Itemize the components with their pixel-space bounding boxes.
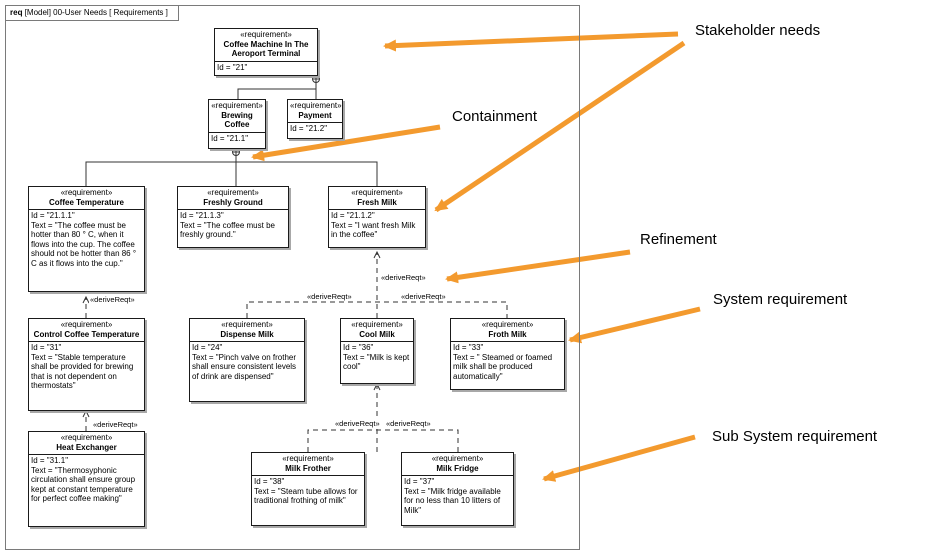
frame-keyword: req [10, 8, 23, 17]
frame-title: [Model] 00-User Needs [ Requirements ] [24, 8, 168, 17]
requirement-name: Freshly Ground [203, 197, 263, 207]
requirement-id: Id = "31.1" [31, 456, 69, 465]
requirement-text: Text = "I want fresh Milk in the coffee" [331, 220, 416, 240]
derive-label: «deriveReqt» [400, 292, 447, 301]
derive-label: «deriveReqt» [92, 420, 139, 429]
requirement-name: Fresh Milk [357, 197, 397, 207]
stereotype: «requirement» [211, 101, 263, 110]
requirement-id: Id = "37" [404, 477, 435, 486]
requirement-name: Coffee Temperature [49, 197, 124, 207]
requirement-block[interactable]: «requirement»Brewing Coffee Id = "21.1" [208, 99, 266, 149]
requirement-text: Text = "The coffee must be freshly groun… [180, 220, 275, 240]
frame-tab: req [Model] 00-User Needs [ Requirements… [6, 6, 179, 21]
stereotype: «requirement» [351, 320, 403, 329]
stereotype: «requirement» [221, 320, 273, 329]
derive-label: «deriveReqt» [306, 292, 353, 301]
stereotype: «requirement» [240, 30, 292, 39]
requirement-block[interactable]: «requirement»Control Coffee Temperature … [28, 318, 145, 411]
requirement-block[interactable]: «requirement»Froth Milk Id = "33"Text = … [450, 318, 565, 390]
requirement-block[interactable]: «requirement»Fresh Milk Id = "21.1.2"Tex… [328, 186, 426, 248]
requirement-block[interactable]: «requirement»Milk Fridge Id = "37"Text =… [401, 452, 514, 526]
requirement-name: Milk Frother [285, 463, 331, 473]
requirement-block[interactable]: «requirement»Coffee Machine In The Aerop… [214, 28, 318, 76]
requirement-id: Id = "21" [217, 62, 248, 72]
stereotype: «requirement» [60, 433, 113, 442]
callout-refinement: Refinement [640, 231, 717, 248]
requirement-text: Text = " Steamed or foamed milk shall be… [453, 352, 553, 381]
stereotype: «requirement» [431, 454, 484, 463]
requirement-block[interactable]: «requirement»Cool Milk Id = "36"Text = "… [340, 318, 414, 384]
requirement-name: Brewing Coffee [221, 110, 253, 130]
requirement-text: Text = "Milk fridge available for no les… [404, 486, 501, 515]
requirement-text: Text = "Pinch valve on frother shall ens… [192, 352, 297, 381]
requirement-name: Heat Exchanger [56, 442, 117, 452]
requirement-name: Froth Milk [488, 329, 527, 339]
requirement-id: Id = "33" [453, 343, 484, 352]
stereotype: «requirement» [481, 320, 534, 329]
requirement-text: Text = "Thermosyphonic circulation shall… [31, 465, 136, 504]
stereotype: «requirement» [290, 101, 342, 110]
stereotype: «requirement» [351, 188, 403, 197]
requirement-name: Milk Fridge [436, 463, 479, 473]
requirement-id: Id = "21.1" [211, 133, 249, 143]
requirement-block[interactable]: «requirement»Dispense Milk Id = "24"Text… [189, 318, 305, 402]
containment-links [85, 75, 378, 186]
diagram-frame: req [Model] 00-User Needs [ Requirements… [5, 5, 580, 550]
callout-containment: Containment [452, 108, 538, 125]
derive-links [85, 253, 508, 452]
requirement-text: Text = "Milk is kept cool" [343, 352, 410, 372]
stereotype: «requirement» [282, 454, 334, 463]
stereotype: «requirement» [60, 320, 113, 329]
requirement-block[interactable]: «requirement»Coffee Temperature Id = "21… [28, 186, 145, 292]
callout-system-requirement: System requirement [713, 291, 848, 308]
requirement-name: Control Coffee Temperature [33, 329, 140, 339]
callout-stakeholder-needs: Stakeholder needs [695, 22, 821, 39]
requirement-text: Text = "Steam tube allows for traditiona… [254, 486, 358, 506]
requirement-id: Id = "36" [343, 343, 374, 352]
derive-label: «deriveReqt» [89, 295, 136, 304]
requirement-id: Id = "21.2" [290, 124, 328, 133]
requirement-id: Id = "31" [31, 343, 62, 352]
callout-subsystem-requirement: Sub System requirement [712, 428, 878, 445]
requirement-block[interactable]: «requirement»Freshly Ground Id = "21.1.3… [177, 186, 289, 248]
requirement-text: Text = "Stable temperature shall be prov… [31, 352, 134, 391]
stereotype: «requirement» [207, 188, 259, 197]
requirement-text: Text = "The coffee must be hotter than 8… [31, 220, 137, 268]
requirement-name: Coffee Machine In The Aeroport Terminal [223, 39, 309, 59]
derive-label: «deriveReqt» [334, 419, 381, 428]
derive-label: «deriveReqt» [385, 419, 432, 428]
requirement-block[interactable]: «requirement»Payment Id = "21.2" [287, 99, 343, 139]
requirement-id: Id = "24" [192, 343, 223, 352]
derive-arrowheads [82, 250, 381, 418]
requirement-name: Payment [298, 110, 332, 120]
requirement-name: Cool Milk [359, 329, 395, 339]
requirement-block[interactable]: «requirement»Heat Exchanger Id = "31.1"T… [28, 431, 145, 527]
requirement-id: Id = "21.1.1" [31, 211, 75, 220]
requirement-id: Id = "21.1.3" [180, 211, 224, 220]
stereotype: «requirement» [60, 188, 113, 197]
requirement-id: Id = "38" [254, 477, 285, 486]
requirement-name: Dispense Milk [220, 329, 274, 339]
callout-arrows [251, 31, 701, 482]
derive-label: «deriveReqt» [380, 273, 427, 282]
requirement-block[interactable]: «requirement»Milk Frother Id = "38"Text … [251, 452, 365, 526]
requirement-id: Id = "21.1.2" [331, 211, 375, 220]
